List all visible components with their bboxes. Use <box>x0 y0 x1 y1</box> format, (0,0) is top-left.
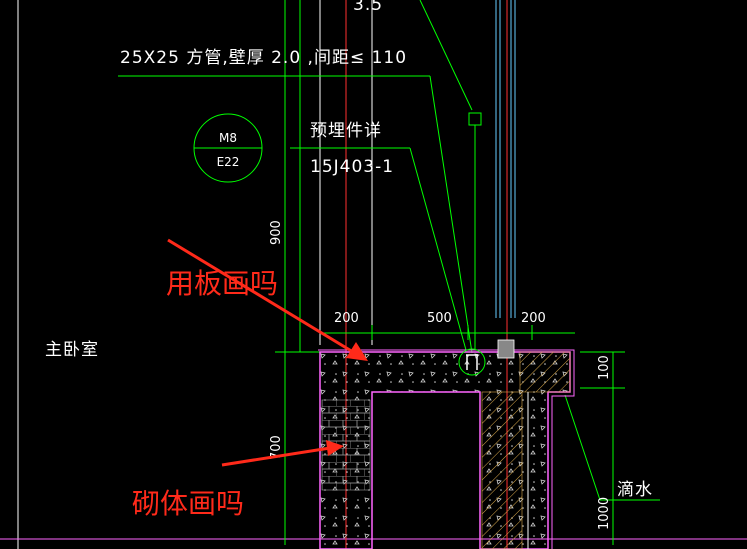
reference-lines <box>319 0 373 345</box>
masonry-arrow-head <box>326 440 344 456</box>
drip-label: 滴水 <box>617 480 653 500</box>
masonry-arrow <box>221 446 331 467</box>
board-arrow <box>167 238 359 357</box>
masonry-question-annotation: 砌体画吗 <box>132 487 245 520</box>
board-arrow-head <box>346 342 368 361</box>
circle-top-label: M8 <box>219 131 237 145</box>
dim-100: 100 <box>597 355 612 380</box>
dim-900: 900 <box>269 220 284 245</box>
embed-circle-symbol <box>193 113 263 183</box>
dim-200-left: 200 <box>334 311 359 326</box>
wall-section <box>318 349 575 549</box>
dim-500: 500 <box>427 311 452 326</box>
dim-200-right: 200 <box>521 311 546 326</box>
dim-700: 700 <box>269 435 284 460</box>
glass-mullion <box>495 0 516 318</box>
top-number: 3.5 <box>353 0 383 15</box>
embed-title: 预埋件详 <box>310 121 382 141</box>
anchor-detail <box>458 339 515 376</box>
dim-1000: 1000 <box>597 497 612 530</box>
annotation-arrows <box>167 238 368 467</box>
tube-spec-note: 25X25 方管,壁厚 2.0 ,间距≤ 110 <box>120 48 407 68</box>
room-label: 主卧室 <box>45 340 99 360</box>
board-question-annotation: 用板画吗 <box>166 267 279 300</box>
circle-bottom-label: E22 <box>217 155 240 169</box>
embed-ref: 15J403-1 <box>310 157 394 177</box>
